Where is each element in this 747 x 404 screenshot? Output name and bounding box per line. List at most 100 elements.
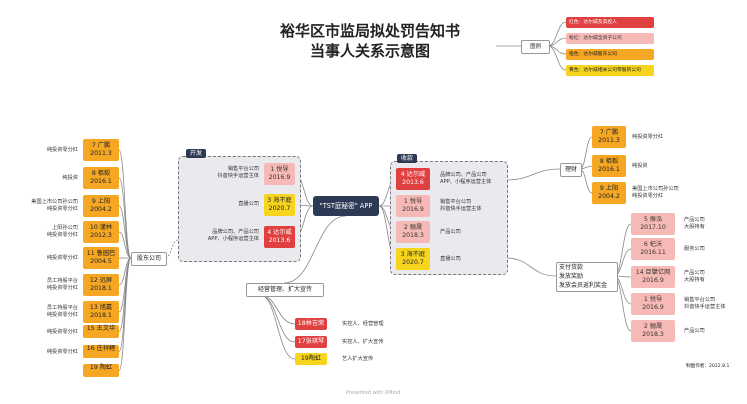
connector [118,231,132,259]
shareholder-desc-2: 美国上市公司孙公司 纯投资零分红 [31,199,78,212]
pay-node-4-year: 2018.3 [642,331,664,338]
manage-person-0[interactable]: 18林吉荣 [295,318,327,330]
footer-credit: Presented with XMind [346,390,401,396]
connector [118,205,132,259]
collect-node-1-name: 1 悦导 [403,198,423,205]
shareholder-node-6-name: 13 旭嘉 [89,304,113,311]
collect-node-3-year: 2020.7 [402,259,424,266]
collect-desc-1: 销售平台公司 抖音快手运营主体 [440,199,482,212]
pay-node-2-year: 2016.9 [642,277,664,284]
page-title-line2: 当事人关系示意图 [309,42,430,60]
footer-date: 2022.8.1 [708,364,730,369]
finance-desc-0: 纯投资零分红 [632,134,664,140]
pay-node-0-name: 5 振泓 [643,216,663,223]
connector [505,168,561,181]
collect-desc-0: 品牌公司、产品公司 APP、小程序运营主体 [440,172,492,185]
dev-desc-4: 品牌公司、产品公司 APP、小程序运营主体 [207,229,259,242]
pay-node-3-year: 2016.9 [642,304,664,311]
shareholder-desc-1: 纯投资 [62,175,78,181]
shareholder-node-7-name: 15 王文华 [86,325,116,332]
manage-desc-0: 实控人、经营管理 [342,321,384,327]
shareholder-node-4-name: 11 鲁园巴 [86,250,116,257]
dev-desc-1: 销售平台公司 抖音快手运营主体 [217,166,259,179]
finance-node-2-name: 9 上阳 [599,185,619,192]
pay-node-1-year: 2016.11 [640,249,666,256]
legend-item-yellow: 黄色：达尔威相关公司零股的公司 [566,65,654,76]
shareholder-node-9[interactable]: 19 陶虹 [83,364,119,377]
shareholder-node-9-name: 19 陶虹 [89,364,113,371]
shareholder-node-3-year: 2012.3 [90,232,112,239]
legend-item-pink: 粉红：达尔威全资子公司 [566,33,654,44]
pay-node-2-name: 14 巨擘亿网 [635,269,671,276]
finance-node-0-year: 2011.3 [598,137,620,144]
finance-desc-1: 纯投资 [632,163,648,169]
pay-node-3-name: 1 悦导 [643,296,663,303]
pay-desc-4: 产品公司 [684,328,705,334]
dev-desc-3: 直播公司 [238,201,259,207]
manage-desc-1: 实控人、扩大宣传 [342,339,384,345]
connector [547,37,567,47]
manage-person-1[interactable]: 17张琪琴 [295,336,327,348]
dev-node-1-name: 1 悦导 [270,166,289,173]
pay-node-0-year: 2017.10 [640,224,666,231]
pay-desc-1: 服务公司 [684,246,705,252]
finance-node[interactable]: 理财 [560,163,582,177]
shareholder-node-2-year: 2004.2 [90,206,112,213]
connector [283,215,347,284]
shareholder-node[interactable]: 股东公司 [131,252,167,266]
pay-desc-3: 销售平台公司 抖音快手运营主体 [684,297,726,310]
connector [505,257,557,277]
collect-node-3-name: 3 海不庭 [400,251,426,258]
collect-node-2-name: 2 骊晟 [403,224,423,231]
center-app-node[interactable]: "TST庭秘密" APP [313,196,379,216]
shareholder-desc-5: 员工持股平台 纯投资零分红 [46,278,78,291]
shareholder-node-8[interactable]: 16 庄祥鲤 [83,345,119,358]
shareholder-node-1-name: 8 栢毅 [91,170,111,177]
shareholder-node-1-year: 2016.1 [90,178,112,185]
connector [547,45,567,71]
dev-tag: 开发 [186,149,207,158]
pay-node-1-name: 6 杞沃 [643,241,663,248]
connector [259,294,296,325]
legend-label: 图例 [521,40,550,54]
dev-node-3-name: 3 海不庭 [267,197,292,204]
manage-person-2[interactable]: 19陶虹 [295,353,327,365]
shareholder-desc-7: 纯投资零分红 [46,328,78,335]
pay-desc-2: 产品公司 大股持有 [684,270,705,283]
finance-node-0-name: 7 广鹏 [599,129,619,136]
shareholder-desc-4: 纯投资零分红 [46,255,78,261]
shareholder-node-5-year: 2018.1 [90,285,112,292]
footer-maker: 制图作者：2022.8.1 [686,363,729,371]
connector [547,21,567,47]
manage-node[interactable]: 经营管理、扩大宣传 [246,283,324,297]
shareholder-node-2-name: 9 上阳 [91,198,111,205]
connector [118,149,132,259]
pay-node[interactable]: 支付货款 发放奖励 发放会员返利奖金 [556,262,618,292]
shareholder-node-7[interactable]: 15 王文华 [83,325,119,338]
collect-desc-3: 直播公司 [440,256,461,262]
